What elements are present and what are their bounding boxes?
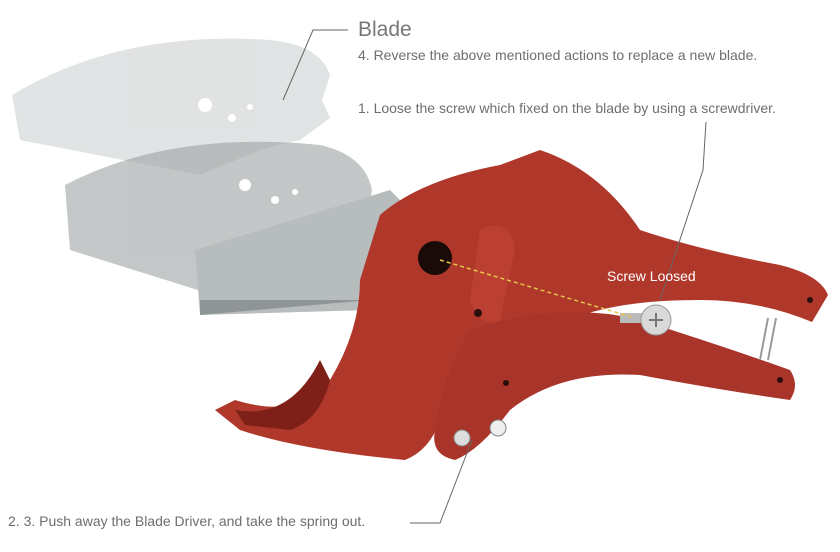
cutter-body [215, 150, 828, 460]
step1-text: 1. Loose the screw which fixed on the bl… [358, 100, 776, 116]
step1-leader-line [659, 121, 707, 301]
step23-leader-line [410, 439, 473, 524]
step4-text: 4. Reverse the above mentioned actions t… [358, 47, 758, 63]
screw-path-dashed-line [439, 259, 636, 319]
blade-title: Blade [358, 18, 412, 41]
ghost-blade-upper [12, 38, 330, 175]
screw-loosed-label: Screw Loosed [607, 268, 696, 284]
screw [620, 304, 672, 336]
step23-text: 2. 3. Push away the Blade Driver, and ta… [8, 513, 366, 529]
blade-leader-line [282, 29, 348, 101]
